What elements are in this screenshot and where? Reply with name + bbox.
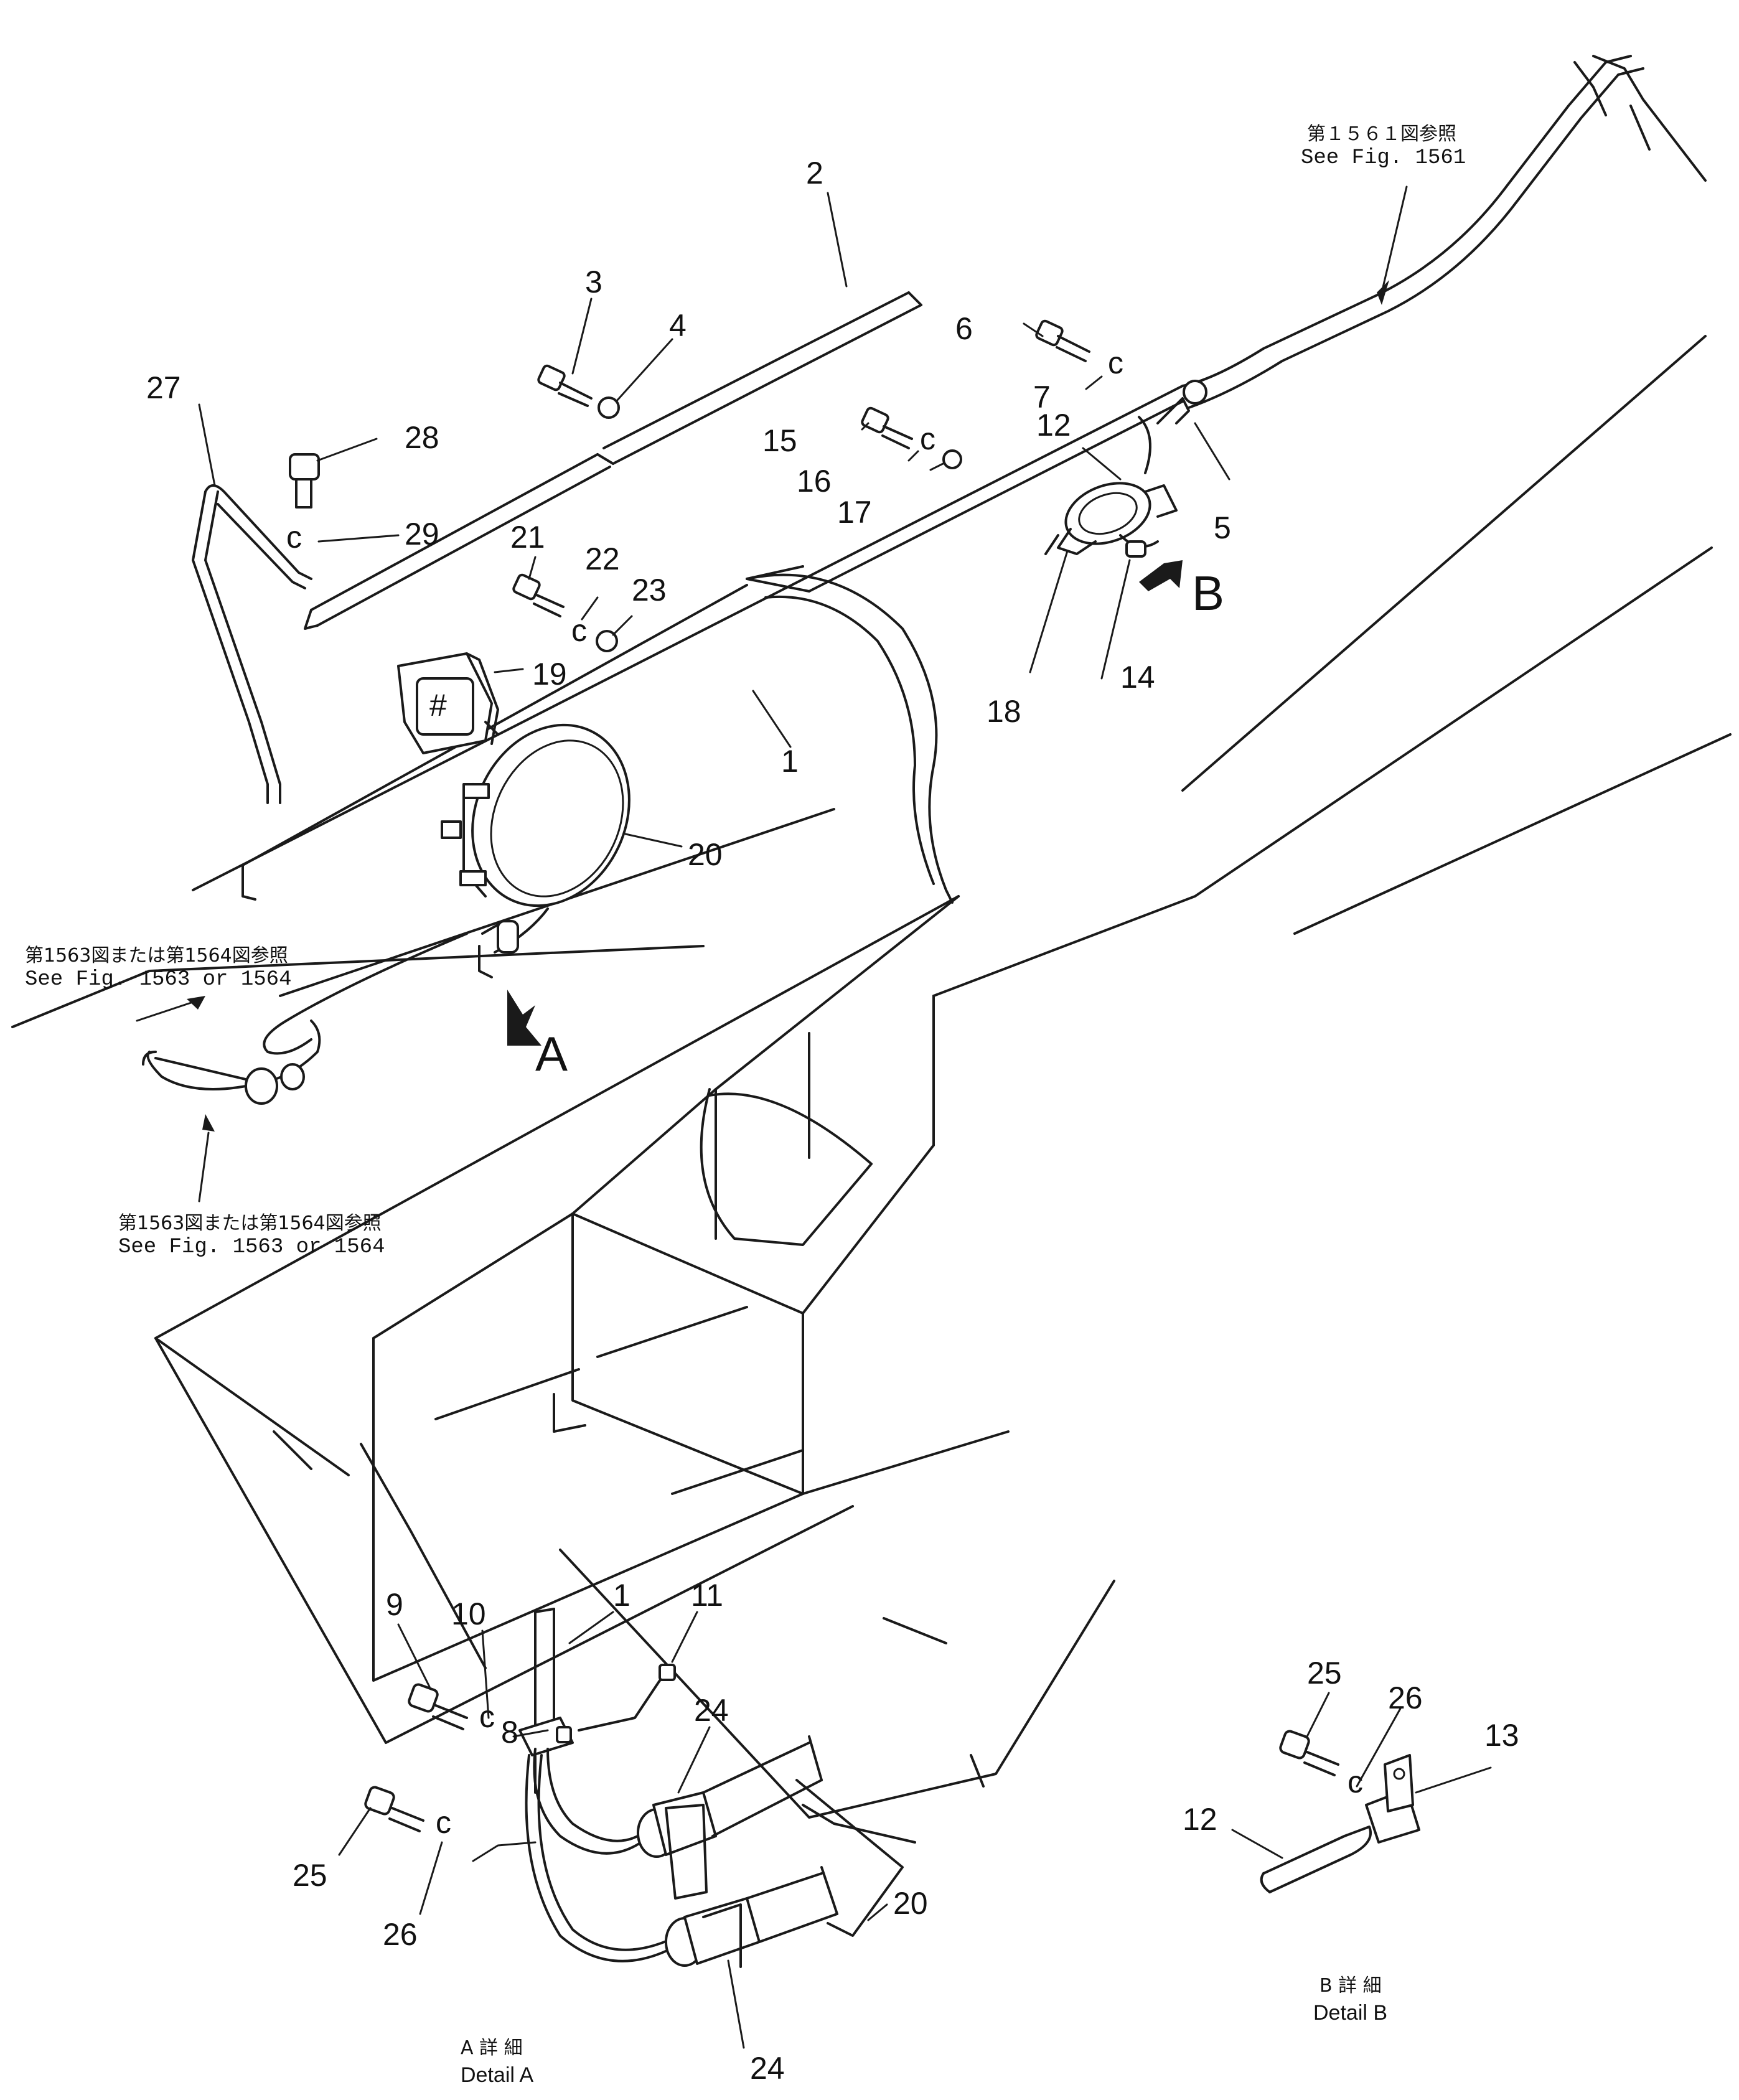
label-b-part-26: 26 <box>1388 1680 1423 1715</box>
bolt-21 <box>512 573 565 617</box>
detail-b: c 25 26 13 12 B 詳 細 Detail B <box>1183 1656 1519 2025</box>
label-part-23: 23 <box>632 573 667 607</box>
label-part-29: 29 <box>405 517 439 551</box>
handrail-27 <box>192 484 312 804</box>
label-a-part-9: 9 <box>386 1587 403 1622</box>
arrow-head-1561 <box>1377 280 1389 305</box>
detail-a-label-jp: A 詳 細 <box>461 2037 523 2059</box>
ref-1563-lower-jp: 第1563図または第1564図参照 <box>118 1212 382 1234</box>
label-a-part-20: 20 <box>893 1886 928 1921</box>
ref-1561-jp: 第１５６１図参照 <box>1307 123 1456 145</box>
label-part-6: 6 <box>955 311 973 346</box>
view-arrow-a <box>507 990 541 1046</box>
label-part-20: 20 <box>688 837 723 872</box>
lockwasher-7: c <box>1108 345 1123 380</box>
bolt-25-b <box>1279 1730 1339 1776</box>
bolt-25-a <box>364 1786 424 1832</box>
ref-1561-en: See Fig. 1561 <box>1301 146 1466 170</box>
washer-17 <box>942 449 962 469</box>
detail-b-label-jp: B 詳 細 <box>1319 1975 1382 1997</box>
label-part-12: 12 <box>1036 408 1071 443</box>
detail-a: c c 9 10 1 11 24 8 25 26 20 24 A 詳 細 Det… <box>293 1578 928 2087</box>
bolt-3 <box>537 364 593 407</box>
label-b-part-25: 25 <box>1307 1656 1342 1690</box>
clamp-assembly-b <box>1044 397 1190 558</box>
label-part-19: 19 <box>532 657 567 691</box>
washer-4 <box>598 396 620 419</box>
label-part-7: 7 <box>1033 380 1051 415</box>
lockwasher-29: c <box>286 520 302 555</box>
bolt-9 <box>408 1683 468 1730</box>
view-arrow-b <box>1139 560 1183 591</box>
headlamp-20 <box>441 723 630 978</box>
label-part-16: 16 <box>797 464 832 499</box>
label-a-part-1: 1 <box>613 1578 630 1613</box>
label-part-5: 5 <box>1214 510 1231 545</box>
ref-1563-upper-en: See Fig. 1563 or 1564 <box>25 968 291 991</box>
label-a-part-8: 8 <box>501 1715 518 1750</box>
label-part-22: 22 <box>585 541 620 576</box>
lockwasher-22: c <box>571 613 587 648</box>
view-marker-a: A <box>535 1026 568 1081</box>
wire-harness-1 <box>192 55 1644 904</box>
label-part-15: 15 <box>762 423 797 458</box>
detail-b-label-en: Detail B <box>1313 2001 1387 2025</box>
leader-lines <box>136 185 1408 1202</box>
arrow-head-1563-lower <box>202 1114 215 1132</box>
label-a-part-11: 11 <box>691 1578 723 1613</box>
label-part-3: 3 <box>585 265 602 299</box>
label-part-1: 1 <box>781 744 799 779</box>
label-part-27: 27 <box>146 370 181 405</box>
label-a-part-26: 26 <box>383 1917 418 1952</box>
label-b-part-13: 13 <box>1484 1718 1519 1753</box>
label-part-17: 17 <box>837 495 872 530</box>
lamp-icon: # <box>429 688 447 723</box>
label-part-21: 21 <box>510 520 545 555</box>
label-a-part-25: 25 <box>293 1858 327 1893</box>
label-a-part-24-upper: 24 <box>694 1693 729 1728</box>
label-part-18: 18 <box>987 694 1021 729</box>
washer-23 <box>596 630 618 652</box>
bolt-6 <box>1035 319 1090 362</box>
label-b-part-12: 12 <box>1183 1802 1217 1837</box>
label-part-2: 2 <box>806 156 823 190</box>
label-a-part-24-lower: 24 <box>750 2051 785 2086</box>
ref-1563-lower-en: See Fig. 1563 or 1564 <box>118 1235 385 1259</box>
bolt-15 <box>861 406 913 449</box>
work-lamp-19: # <box>397 652 499 754</box>
label-part-14: 14 <box>1120 660 1155 695</box>
detail-a-label-en: Detail A <box>461 2063 533 2087</box>
lockwasher-26-b: c <box>1348 1765 1363 1799</box>
arrow-head-1563-upper <box>187 996 205 1010</box>
lockwasher-26-a: c <box>436 1805 451 1840</box>
rubber-grommet <box>1183 380 1207 405</box>
cable-lower-left <box>142 932 468 1105</box>
view-marker-b: B <box>1192 566 1224 621</box>
boom-body <box>11 55 1732 1844</box>
label-a-part-10: 10 <box>451 1596 486 1631</box>
ref-1563-upper-jp: 第1563図または第1564図参照 <box>25 945 288 967</box>
bolt-28 <box>289 453 320 509</box>
label-part-4: 4 <box>669 308 687 343</box>
lockwasher-16: c <box>920 421 935 456</box>
guide-rail-2 <box>304 291 922 630</box>
label-part-28: 28 <box>405 420 439 455</box>
